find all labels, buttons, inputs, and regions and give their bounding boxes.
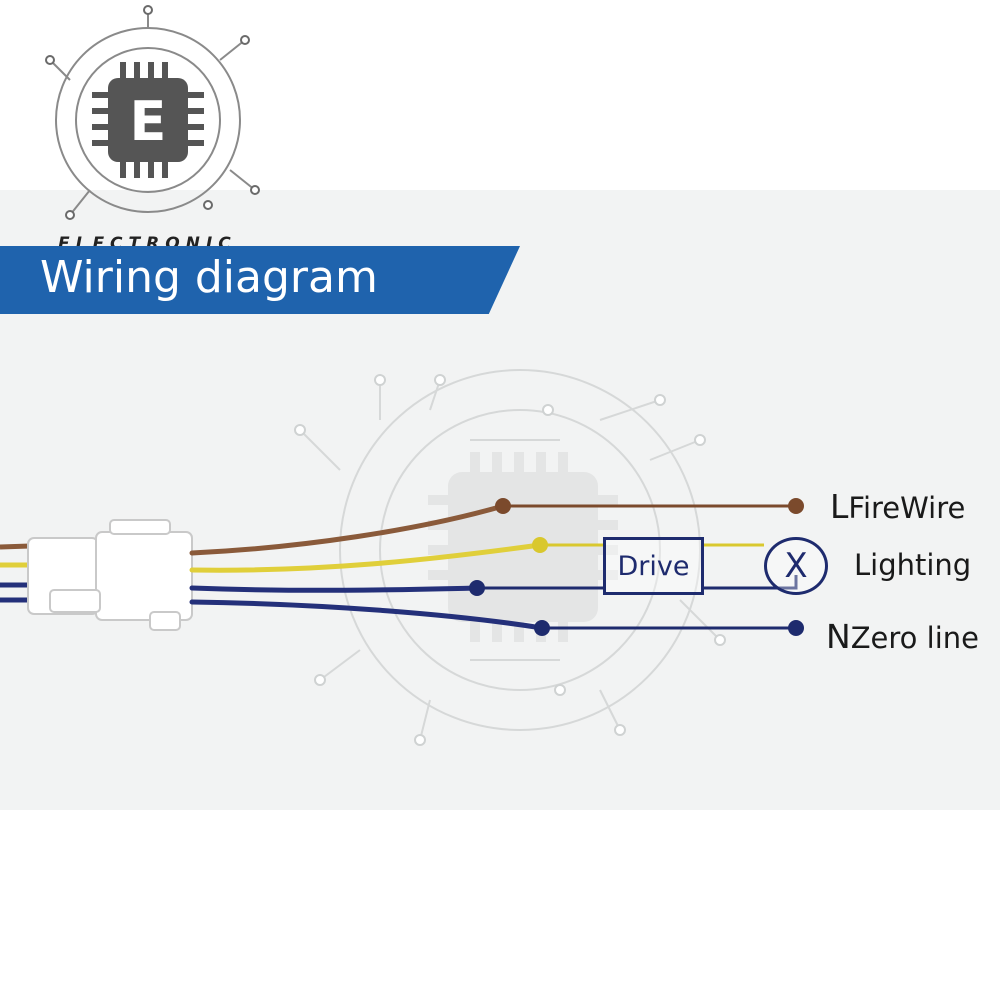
wire-stub-brown: [0, 543, 31, 550]
drive-box: Drive: [603, 537, 704, 595]
junction-live-start: [495, 498, 511, 514]
logo-letter: E: [130, 90, 167, 153]
wire-brown: [189, 503, 506, 556]
junction-live-end: [788, 498, 804, 514]
title-banner: [0, 246, 520, 314]
label-lighting: Lighting: [854, 548, 971, 582]
page-title: Wiring diagram: [40, 252, 378, 303]
label-neutral-name: Zero line: [850, 621, 979, 655]
label-live-name: FireWire: [848, 491, 966, 525]
lamp-symbol: X: [784, 546, 808, 586]
wire-blue-upper: [189, 585, 480, 593]
label-neutral: NZero line: [826, 617, 979, 656]
wire-yellow: [189, 542, 543, 573]
junction-neutral-end: [788, 620, 804, 636]
connector-plug: [27, 519, 193, 631]
junction-neutral-start: [534, 620, 550, 636]
drive-label: Drive: [617, 550, 690, 582]
logo-chip-icon: E: [45, 5, 260, 220]
label-live-letter: L: [830, 487, 849, 526]
label-neutral-letter: N: [826, 617, 851, 656]
junction-lighting: [532, 537, 548, 553]
label-lighting-name: Lighting: [854, 548, 972, 582]
junction-neutral-upper: [469, 580, 485, 596]
wire-blue-lower: [189, 599, 545, 631]
lamp-icon: X: [764, 537, 828, 595]
label-live: LFireWire: [830, 487, 965, 526]
